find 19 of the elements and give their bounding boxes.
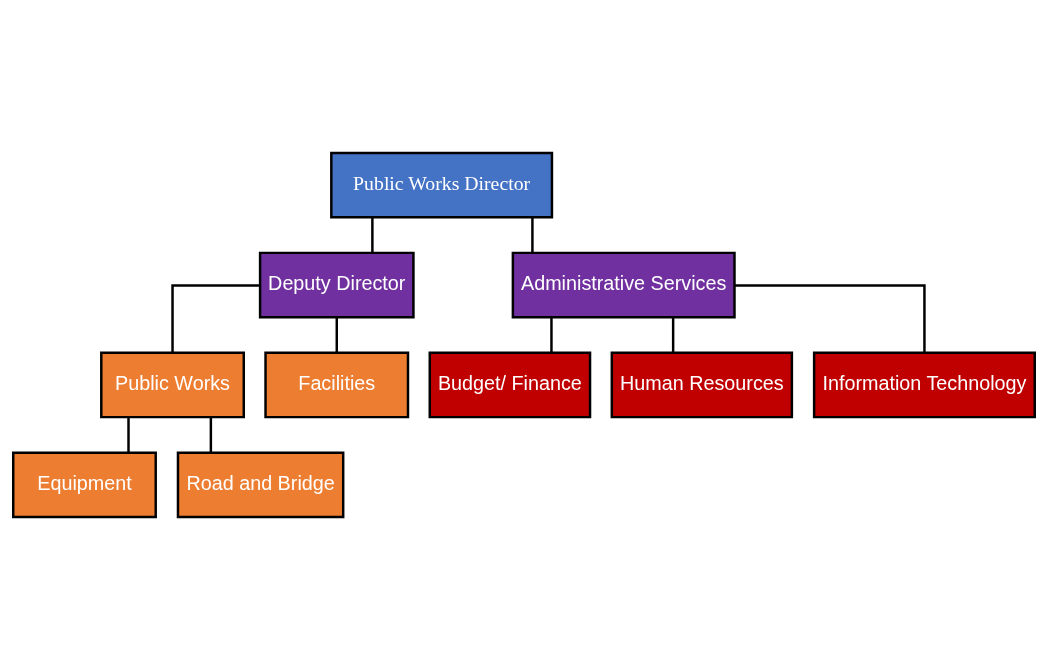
node-box: Public Works [100, 351, 245, 419]
node-box: Road and Bridge [176, 451, 345, 519]
connector [335, 317, 338, 353]
node-box: Information Technology [812, 351, 1036, 419]
node-box: Facilities [264, 351, 410, 419]
node-box: Budget/ Finance [428, 351, 592, 419]
connector [171, 284, 260, 353]
connector [371, 217, 374, 253]
node-box: Deputy Director [258, 251, 415, 319]
node-box: Equipment [12, 451, 157, 519]
connector [531, 217, 534, 253]
connector [127, 417, 130, 453]
connector [209, 417, 213, 453]
connector [550, 317, 553, 353]
node-box: Public Works Director [330, 151, 554, 219]
connector [671, 317, 675, 353]
node-box: Administrative Services [511, 251, 736, 319]
connector [734, 284, 926, 353]
node-box: Human Resources [610, 351, 794, 419]
